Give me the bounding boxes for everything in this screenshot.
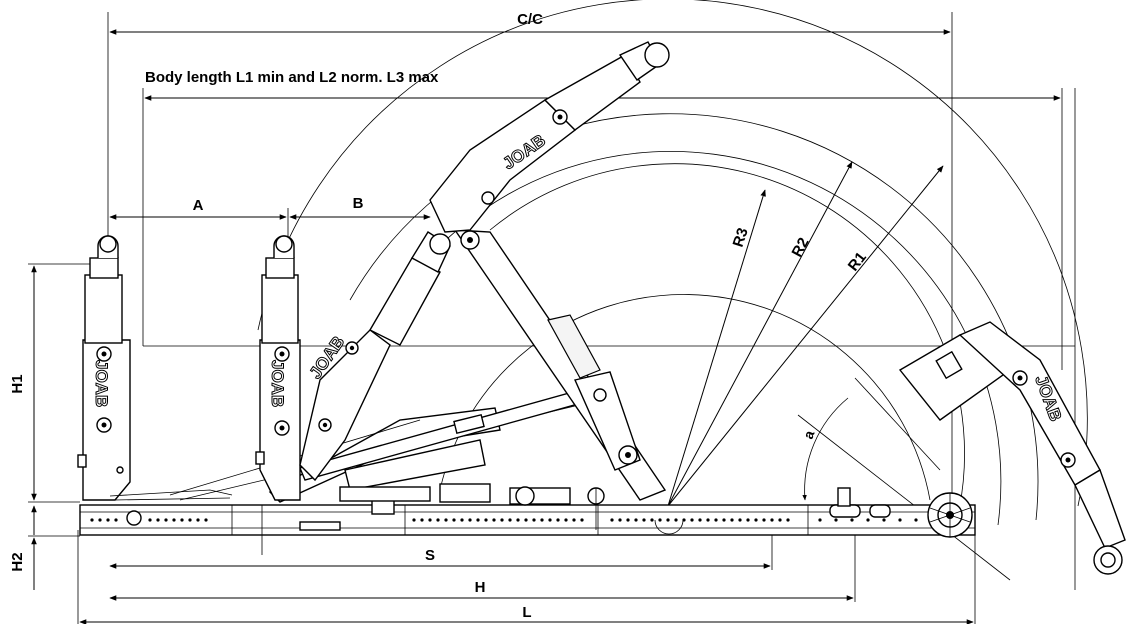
dim-s-label: S — [425, 547, 435, 564]
dimension-lines — [28, 12, 1076, 624]
dim-h1-label: H1 — [9, 374, 26, 393]
r3-label: R3 — [730, 226, 752, 250]
arm-position-4: JOAB — [429, 41, 670, 501]
radius-arcs — [257, 0, 1088, 581]
angle-label: a — [800, 428, 818, 441]
dim-h-label: H — [475, 579, 486, 596]
dim-h2-label: H2 — [9, 552, 26, 571]
arm-position-2: JOAB — [255, 235, 301, 501]
dim-l-label: L — [522, 604, 531, 621]
arm-position-5: JOAB — [898, 321, 1126, 575]
r1-label: R1 — [845, 249, 870, 275]
cc-label: C/C — [517, 11, 543, 28]
dim-b-label: B — [353, 195, 364, 212]
body-length-label: Body length L1 min and L2 norm. L3 max — [145, 69, 439, 86]
labels: C/C Body length L1 min and L2 norm. L3 m… — [9, 11, 870, 621]
arm-position-1: JOAB — [77, 235, 233, 501]
logo-text-1: JOAB — [92, 360, 111, 407]
logo-text-2: JOAB — [268, 360, 287, 407]
r2-label: R2 — [789, 235, 813, 260]
arm-position-3: JOAB — [299, 231, 451, 482]
dim-a-label: A — [193, 197, 204, 214]
